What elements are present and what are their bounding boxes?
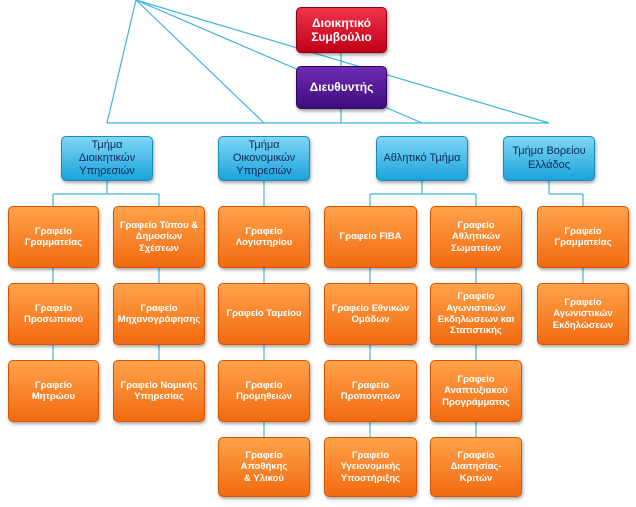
department-athletic: Αθλητικό Τμήμα	[376, 136, 468, 181]
office-personnel: Γραφείο Προσωπικού	[8, 283, 99, 345]
office-warehouse: Γραφείο Αποθήκης & Υλικού	[218, 437, 310, 497]
department-northern-greece: Τμήμα Βορείου Ελλάδος	[503, 136, 595, 181]
office-legal-service: Γραφείο Νομικής Υπηρεσίας	[113, 360, 205, 422]
office-treasury: Γραφείο Ταμείου	[218, 283, 310, 345]
connector-line	[106, 0, 137, 124]
office-national-teams: Γραφείο Εθνικών Ομάδων	[324, 283, 417, 345]
connector-line	[135, 0, 265, 124]
office-secretariat: Γραφείο Γραμματείας	[8, 206, 99, 268]
department-financial: Τμήμα Οικονομικών Υπηρεσιών	[218, 136, 310, 181]
office-press-relations: Γραφείο Τύπου & Δημοσίων Σχέσεων	[113, 206, 205, 268]
office-procurement: Γραφείο Προμηθειών	[218, 360, 310, 422]
office-refereeing: Γραφείο Διαιτησίας- Κριτών	[430, 437, 522, 497]
director-box: Διευθυντής	[296, 66, 387, 109]
office-computerization: Γραφείο Μηχανογράφησης	[113, 283, 205, 345]
department-administrative: Τμήμα Διοικητικών Υπηρεσιών	[61, 136, 153, 181]
office-accounting: Γραφείο Λογιστηρίου	[218, 206, 310, 268]
office-north-secretariat: Γραφείο Γραμματείας	[537, 206, 629, 268]
office-fiba: Γραφείο FIBA	[324, 206, 417, 268]
office-competitions-statistics: Γραφείο Αγωνιστικών Εκδηλώσεων και Στατι…	[430, 283, 522, 345]
connector-line	[135, 0, 550, 124]
office-medical-support: Γραφείο Υγειονομικής Υποστήριξης	[324, 437, 417, 497]
office-development-program: Γραφείο Αναπτυξιακού Προγράμματος	[430, 360, 522, 422]
office-registry: Γραφείο Μητρώου	[8, 360, 99, 422]
office-north-competitions: Γραφείο Αγωνιστικών Εκδηλώσεων	[537, 283, 629, 345]
office-sports-clubs: Γραφείο Αθλητικών Σωματείων	[430, 206, 522, 268]
office-coaches: Γραφείο Προπονητών	[324, 360, 417, 422]
board-box: Διοικητικό Συμβούλιο	[296, 7, 387, 53]
